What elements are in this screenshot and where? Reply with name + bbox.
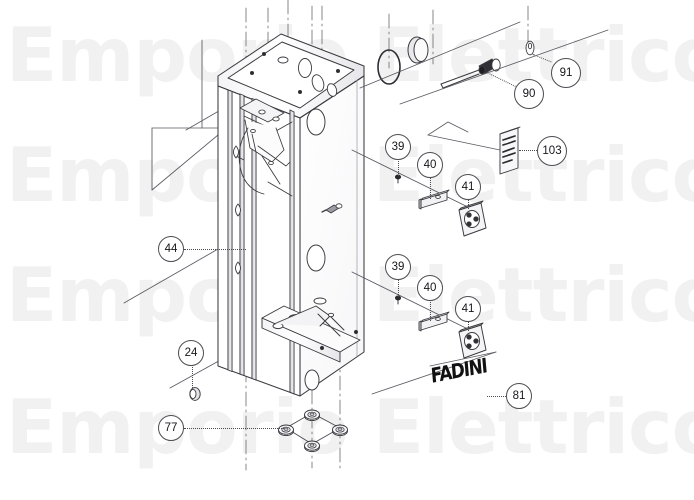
leader-line-40-lower	[430, 288, 431, 321]
callout-bubble-77[interactable]: 77	[158, 415, 184, 441]
callout-bubble-24[interactable]: 24	[178, 340, 204, 366]
leader-line-81	[487, 396, 506, 397]
callout-bubble-91[interactable]: 91	[551, 58, 581, 88]
callout-bubble-40-lower[interactable]: 40	[417, 275, 443, 301]
callout-bubble-81[interactable]: 81	[506, 383, 532, 409]
callout-bubble-103[interactable]: 103	[537, 136, 567, 166]
leader-line-44	[184, 249, 246, 250]
callout-bubble-39-lower[interactable]: 39	[385, 254, 411, 280]
callout-bubble-44[interactable]: 44	[158, 236, 184, 262]
leader-line-77	[184, 428, 284, 429]
leader-line-24	[192, 353, 193, 388]
leader-line-39-lower	[398, 267, 399, 297]
leader-line-39-upper	[398, 147, 399, 176]
leader-line-40-upper	[430, 165, 431, 199]
callout-bubble-40-upper[interactable]: 40	[417, 152, 443, 178]
callout-bubble-41-upper[interactable]: 41	[455, 174, 481, 200]
callout-bubble-39-upper[interactable]: 39	[385, 134, 411, 160]
callout-bubble-90[interactable]: 90	[514, 79, 544, 109]
callout-bubble-41-lower[interactable]: 41	[455, 296, 481, 322]
leader-line-103	[519, 150, 543, 151]
